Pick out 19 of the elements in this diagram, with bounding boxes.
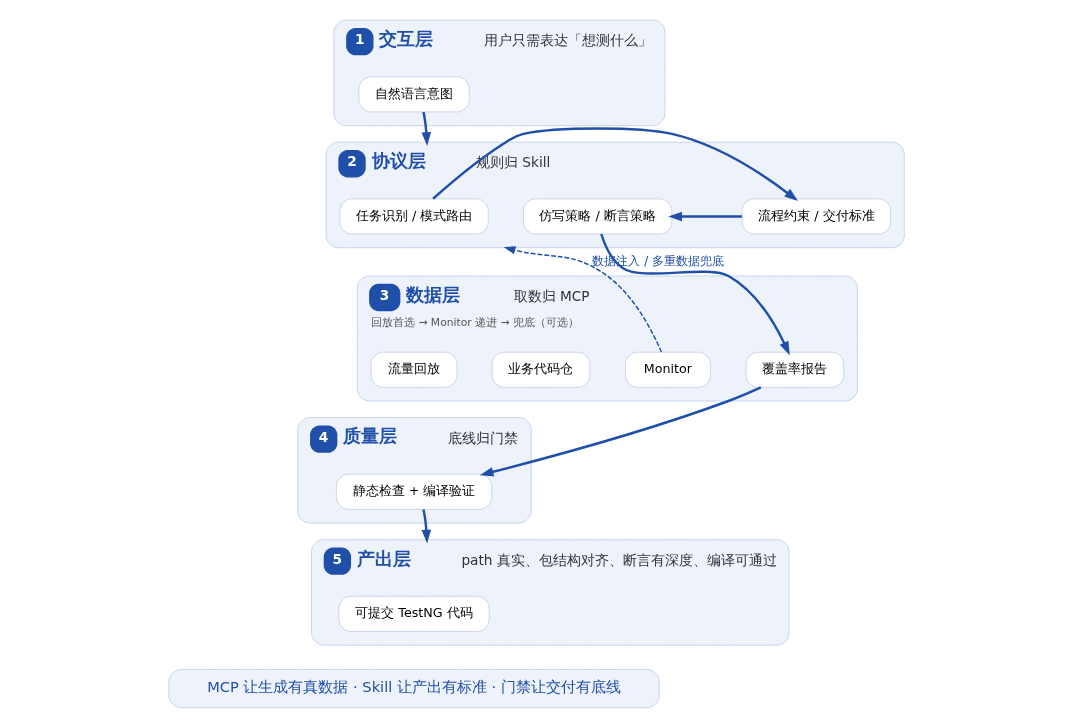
- arrow: [503, 246, 662, 353]
- arrow: [421, 509, 431, 544]
- node-box: 流量回放: [370, 351, 457, 388]
- arrow: [599, 233, 790, 356]
- arrow: [421, 111, 431, 146]
- node-box: Monitor: [624, 351, 711, 388]
- node-box: 业务代码仓: [491, 351, 590, 388]
- node-box: MCP 让生成有真数据 · Skill 让产出有标准 · 门禁让交付有底线: [167, 669, 660, 709]
- node-box: 覆盖率报告: [745, 351, 844, 388]
- arrow: [431, 127, 798, 201]
- node-box: 仿写策略 / 断言策略: [522, 198, 672, 235]
- arrow: [667, 211, 742, 222]
- node-box: 自然语言意图: [357, 76, 470, 113]
- node-box: 静态检查 + 编译验证: [335, 473, 492, 510]
- node-box: 可提交 TestNG 代码: [337, 595, 490, 632]
- arrow: [479, 386, 761, 477]
- node-box: 流程约束 / 交付标准: [741, 198, 891, 235]
- edge-label: 数据注入 / 多重数据兜底: [591, 253, 724, 268]
- node-box: 任务识别 / 模式路由: [338, 198, 489, 235]
